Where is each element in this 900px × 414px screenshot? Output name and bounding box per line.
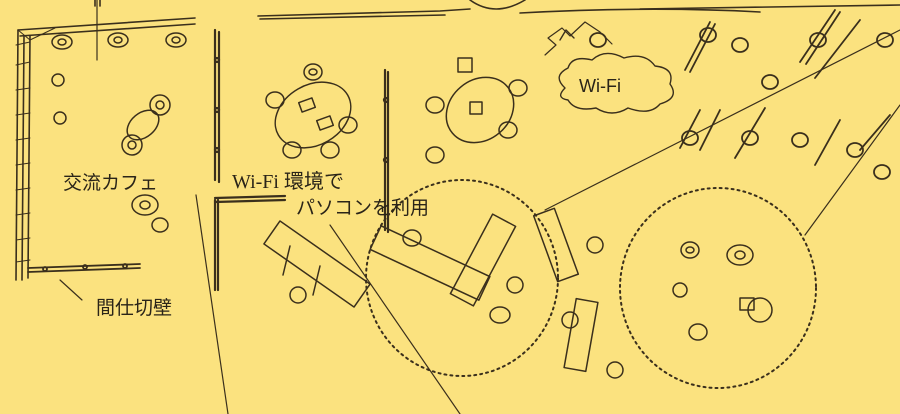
wifi-cloud [544, 21, 674, 114]
partition-wall-label: 間仕切壁 [96, 298, 173, 319]
cafe-seats [51, 32, 187, 233]
counter-seats [589, 9, 894, 180]
pc-usage-label: パソコンを利用 [296, 198, 430, 219]
top-wall [94, 0, 900, 20]
pc-desks [263, 207, 624, 379]
partition-wall [27, 263, 141, 301]
wifi-environment-label: Wi-Fi 環境で [232, 171, 344, 193]
round-table-1 [265, 63, 358, 159]
right-zone-seats [672, 241, 773, 341]
dotted-zones [365, 179, 817, 389]
cafe-label: 交流カフェ [63, 173, 159, 194]
round-table-2 [425, 57, 528, 164]
wifi-cloud-label: Wi-Fi [579, 76, 621, 96]
divider-walls [213, 28, 390, 292]
cafe-room-wall [15, 17, 196, 281]
leader-lines [96, 0, 900, 414]
